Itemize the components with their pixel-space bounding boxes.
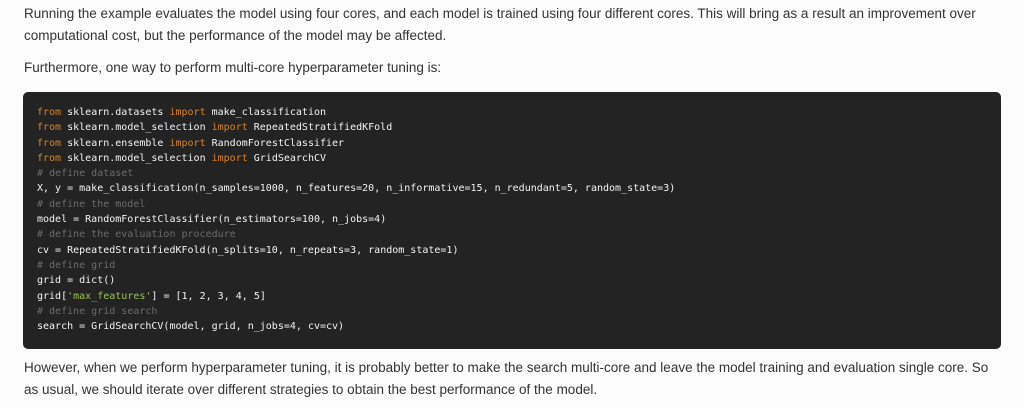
code-keyword: import [169, 107, 206, 118]
lead-in-paragraph: Furthermore, one way to perform multi-co… [24, 60, 442, 75]
code-keyword: import [211, 152, 248, 164]
code-text: ) [380, 214, 387, 226]
code-number: 20 [362, 183, 375, 195]
code-text: , cv=cv) [295, 321, 345, 333]
code-number: 10 [265, 244, 278, 256]
code-line: # define grid search [37, 304, 987, 319]
code-text: , n_informative= [374, 183, 471, 195]
code-text: RepeatedStratifiedKFold [247, 122, 393, 134]
code-number: 1000 [259, 183, 284, 195]
code-keyword: from [37, 107, 62, 118]
intro-paragraph: Running the example evaluates the model … [24, 6, 976, 43]
code-comment: # define grid [37, 259, 116, 271]
code-text: make_classification [205, 107, 327, 118]
code-number: 3 [663, 183, 670, 195]
code-number: 1 [181, 290, 188, 302]
code-text: grid[ [37, 290, 68, 302]
code-text: , n_jobs= [319, 214, 375, 226]
code-text: search = GridSearchCV(model, grid, n_job… [37, 321, 290, 333]
code-text: , [205, 290, 218, 302]
code-line: # define the model [37, 197, 987, 212]
code-text: , [241, 290, 254, 302]
code-text: model = RandomForestClassifier(n_estimat… [37, 214, 302, 226]
code-number: 5 [566, 183, 573, 195]
code-number: 4 [374, 214, 381, 226]
code-text: ) [669, 183, 676, 195]
code-text: sklearn.datasets [61, 107, 170, 118]
code-text: , [223, 290, 236, 302]
code-text: , n_redundant= [482, 183, 567, 195]
code-text: grid = dict() [37, 275, 116, 287]
code-text: , [187, 290, 200, 302]
code-number: 3 [217, 290, 224, 302]
code-keyword: from [37, 137, 62, 149]
code-text: ] [259, 290, 266, 302]
code-number: 1 [446, 244, 453, 256]
code-text: sklearn.model_selection [61, 152, 212, 164]
code-string: 'max_features' [67, 290, 152, 302]
code-text: RandomForestClassifier [205, 137, 345, 149]
code-comment: # define dataset [37, 168, 134, 180]
code-text: , random_state= [356, 244, 447, 256]
conclusion-paragraph: However, when we perform hyperparameter … [24, 360, 989, 397]
code-line: # define grid [37, 258, 987, 273]
code-line: from sklearn.model_selection import Grid… [37, 151, 987, 166]
code-line: cv = RepeatedStratifiedKFold(n_splits=10… [37, 243, 987, 258]
code-comment: # define the evaluation procedure [37, 229, 236, 241]
code-text: ] = [ [151, 290, 182, 302]
code-comment: # define grid search [37, 305, 158, 317]
code-text: , random_state= [572, 183, 664, 195]
code-line: # define dataset [37, 166, 987, 181]
code-keyword: from [37, 122, 62, 134]
code-number: 100 [301, 214, 320, 226]
code-text: GridSearchCV [247, 152, 327, 164]
code-line: from sklearn.datasets import make_classi… [37, 105, 987, 120]
code-text: cv = RepeatedStratifiedKFold(n_splits= [37, 244, 266, 256]
code-line: grid['max_features'] = [1, 2, 3, 4, 5] [37, 289, 987, 304]
code-line: model = RandomForestClassifier(n_estimat… [37, 212, 987, 227]
code-number: 4 [289, 321, 296, 333]
code-line: from sklearn.model_selection import Repe… [37, 120, 987, 135]
code-keyword: from [37, 152, 62, 164]
code-line: X, y = make_classification(n_samples=100… [37, 181, 987, 196]
code-line: grid = dict() [37, 273, 987, 288]
code-line: # define the evaluation procedure [37, 227, 987, 242]
code-comment: # define the model [37, 198, 146, 210]
code-keyword: import [211, 122, 248, 134]
code-block[interactable]: from sklearn.datasets import make_classi… [23, 92, 1001, 349]
code-number: 5 [253, 290, 260, 302]
code-number: 4 [235, 290, 242, 302]
code-text: sklearn.model_selection [61, 122, 212, 134]
code-text: sklearn.ensemble [61, 137, 170, 149]
code-keyword: import [169, 137, 206, 149]
code-text: ) [452, 244, 459, 256]
code-number: 3 [350, 244, 357, 256]
code-number: 2 [199, 290, 206, 302]
code-text: , n_features= [283, 183, 363, 195]
code-text: , n_repeats= [277, 244, 351, 256]
code-line: search = GridSearchCV(model, grid, n_job… [37, 319, 987, 334]
code-line: from sklearn.ensemble import RandomFores… [37, 136, 987, 151]
code-text: X, y = make_classification(n_samples= [37, 183, 260, 195]
code-number: 15 [470, 183, 483, 195]
